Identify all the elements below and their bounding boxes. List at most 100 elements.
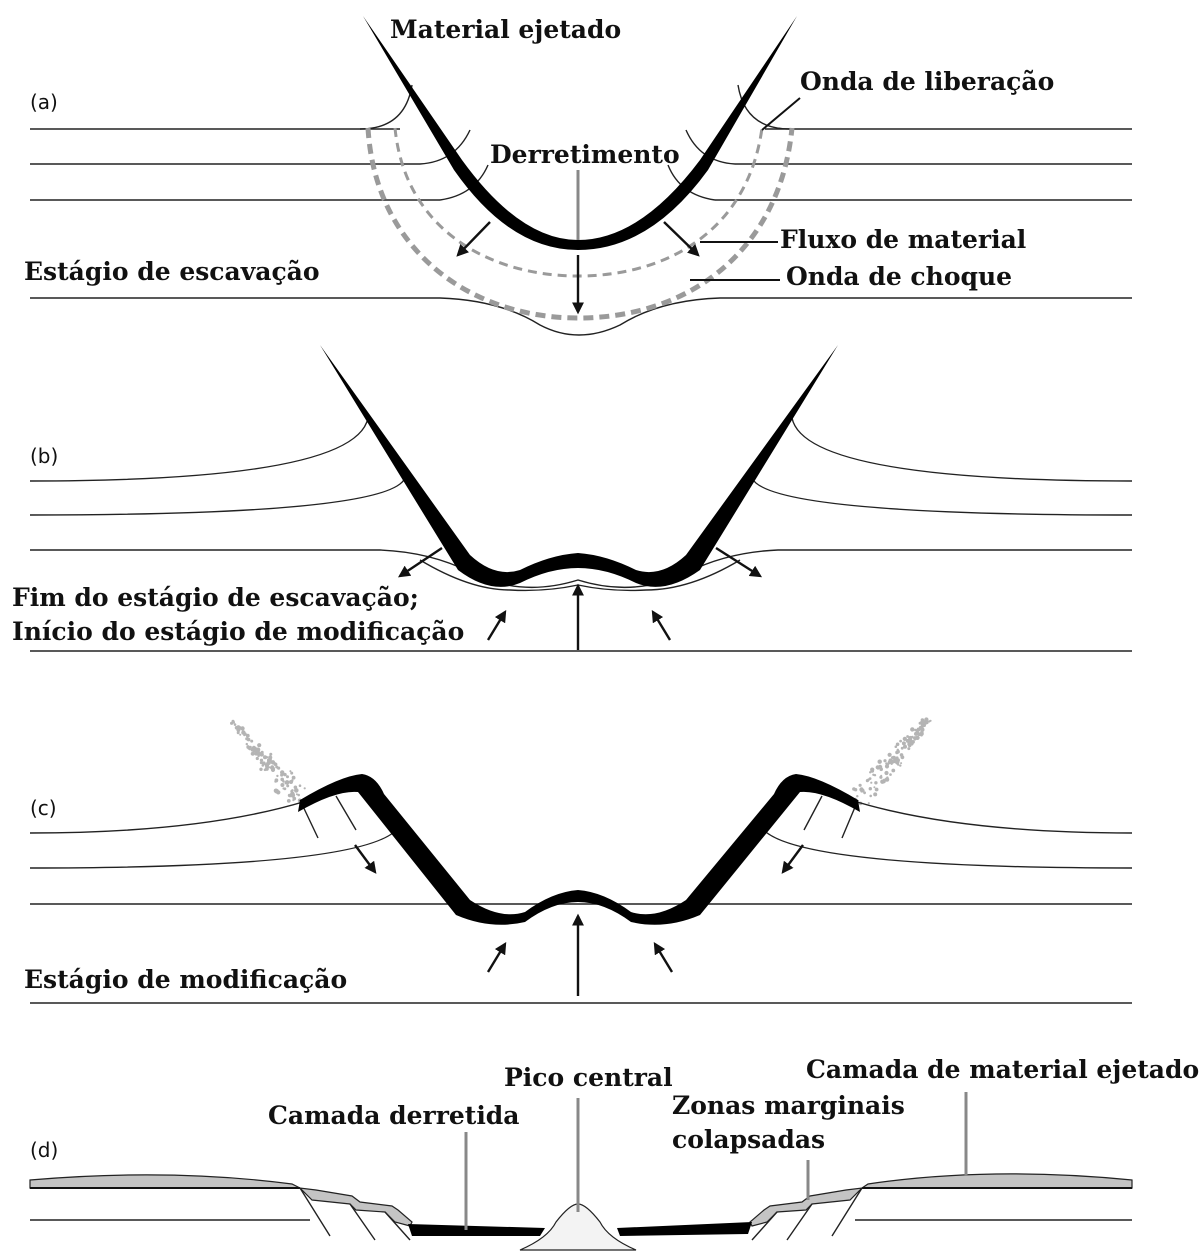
ejecta-particle	[280, 773, 284, 777]
ejecta-particle	[282, 780, 285, 783]
flow-arrow-b-right	[715, 546, 763, 578]
ejecta-particle	[274, 762, 277, 765]
melt-layer	[408, 1222, 752, 1236]
stratum-b-1	[29, 477, 1133, 516]
ejecta-particle	[867, 802, 870, 805]
terrace-left-fault	[299, 1187, 411, 1241]
panel-c: (c) Estágio de modificação	[24, 717, 1133, 1004]
ejecta-particle	[853, 788, 858, 792]
ejecta-particle	[297, 793, 301, 797]
ejecta-particle	[868, 777, 872, 780]
ejecta-particle	[860, 790, 863, 793]
flow-arrow-left	[456, 221, 491, 257]
ejecta-particle	[903, 744, 907, 749]
panel-tag-c: (c)	[30, 796, 57, 820]
ejecta-particle	[884, 764, 890, 769]
ejecta-particle	[290, 771, 294, 775]
ejecta-particle	[907, 747, 911, 751]
ejecta-particle	[874, 781, 878, 785]
ejecta-particle	[870, 781, 873, 784]
ejecta-particle	[266, 761, 270, 765]
ejecta-particle	[906, 735, 909, 738]
flow-arrow-b-left	[398, 547, 443, 578]
ejecta-particle	[240, 726, 245, 731]
ejecta-particle	[856, 795, 859, 798]
ejecta-particle	[910, 727, 915, 732]
ejecta-particle	[236, 728, 241, 732]
panel-tag-d: (d)	[30, 1138, 58, 1162]
ejecta-particle	[294, 788, 299, 793]
melt-liner-c	[298, 774, 860, 925]
ejecta-particle	[885, 762, 888, 765]
ground-surface-c	[29, 784, 1133, 834]
uplift-arrow-b-right	[651, 609, 672, 641]
ejecta-particle	[287, 793, 292, 798]
ejecta-particle	[236, 731, 240, 735]
panel-tag-b: (b)	[30, 444, 58, 468]
ejecta-particle	[265, 765, 268, 768]
ejecta-particle	[899, 764, 902, 767]
ejecta-particle	[259, 761, 263, 765]
ejecta-particle	[232, 720, 236, 724]
terrace-right-fault	[751, 1187, 863, 1241]
ejecta-particle	[245, 733, 250, 738]
uplift-arrow-c-left	[486, 941, 507, 973]
ejecta-particle	[922, 724, 926, 727]
ejecta-particle	[270, 760, 276, 765]
ejecta-particle	[260, 751, 263, 755]
ejecta-particle	[291, 775, 296, 780]
melt-liner-b	[320, 345, 838, 587]
ejecta-particle	[290, 794, 293, 797]
stratum-a-3	[30, 297, 1132, 336]
ejecta-particle	[276, 790, 281, 795]
ejecta-particle	[253, 750, 256, 754]
ejecta-particle	[858, 783, 862, 787]
terrace-left	[298, 1187, 413, 1227]
panel-b: (b) Fim do estágio de escavação; Início …	[12, 345, 1133, 652]
terrace-right	[749, 1187, 864, 1227]
slump-arrow-c-right	[781, 844, 804, 874]
shock-wave	[365, 127, 795, 321]
flow-arrow-right	[663, 221, 700, 257]
ejecta-particle	[267, 757, 272, 762]
ejecta-particle	[902, 736, 907, 742]
ejecta-particle	[896, 749, 900, 754]
ejecta-particle	[291, 789, 294, 792]
ejecta-particle	[886, 776, 889, 779]
panel-a: (a) Material ejetado Onda de liberação D…	[24, 15, 1132, 336]
stage-label-a: Estágio de escavação	[24, 257, 320, 286]
ejecta-particle	[289, 780, 293, 784]
ejecta-particle	[255, 756, 259, 761]
ejecta-particle	[894, 745, 898, 748]
ejecta-particle	[875, 765, 880, 770]
ejecta-particle	[250, 739, 254, 743]
ejecta-particles-right	[852, 717, 932, 806]
ejecta-particle	[292, 799, 295, 802]
ejecta-particle	[922, 719, 925, 722]
ejecta-particle	[286, 775, 289, 779]
label-ejecta-layer: Camada de material ejetado	[806, 1055, 1199, 1084]
ejecta-particle	[915, 735, 920, 740]
ejecta-particle	[268, 766, 271, 769]
label-central-peak: Pico central	[504, 1063, 673, 1092]
ejecta-particle	[303, 787, 306, 790]
slump-arrow-c-left	[354, 844, 377, 874]
label-release-wave: Onda de liberação	[800, 67, 1054, 96]
ejecta-particle	[261, 764, 265, 767]
release-leader	[761, 97, 801, 131]
ejecta-particle	[870, 769, 875, 773]
ejecta-particle	[868, 787, 872, 791]
ejecta-particle	[233, 723, 237, 726]
ejecta-particle	[245, 742, 248, 746]
label-material-flow: Fluxo de material	[780, 225, 1026, 254]
label-collapsed-zones-line2: colapsadas	[672, 1125, 825, 1154]
ejecta-particle	[298, 784, 302, 787]
label-melt-layer: Camada derretida	[268, 1101, 520, 1130]
stage-label-c: Estágio de modificação	[24, 965, 347, 994]
ejecta-particle	[889, 773, 892, 776]
ejecta-particle	[272, 767, 275, 770]
ejecta-particle	[263, 755, 267, 760]
ejecta-particle	[895, 760, 900, 765]
ejecta-particle	[899, 753, 904, 757]
ejecta-particle	[900, 762, 903, 765]
